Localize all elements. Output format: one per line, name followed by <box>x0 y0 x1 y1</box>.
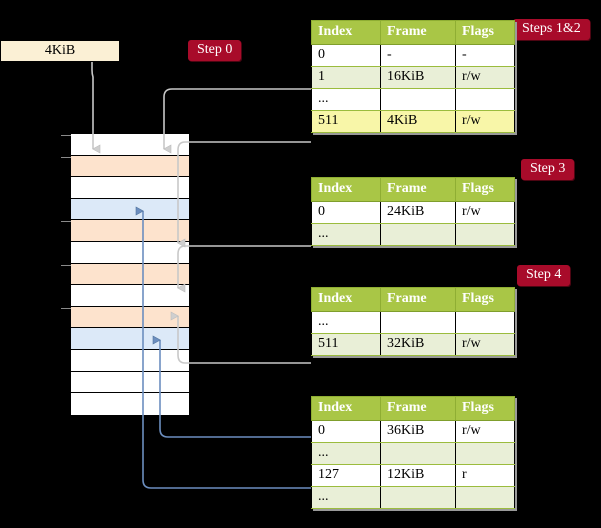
cell-frame: 4KiB <box>380 110 456 133</box>
column-header-frame: Frame <box>380 20 456 45</box>
memory-frame-12 <box>71 393 189 415</box>
table-row: ... <box>311 486 515 509</box>
cell-frame: 36KiB <box>380 420 456 443</box>
cell-index: 1 <box>311 66 381 89</box>
badge-steps-1-2: Steps 1&2 <box>513 19 590 40</box>
column-header-frame: Frame <box>380 177 456 202</box>
cell-index: 511 <box>311 333 381 356</box>
cell-flags: r/w <box>455 333 515 356</box>
cell-index: 0 <box>311 201 381 224</box>
badge-step-4: Step 4 <box>517 265 571 286</box>
cell-flags: r <box>455 464 515 487</box>
table-row: ... <box>311 88 515 111</box>
cell-index: ... <box>311 311 381 334</box>
cell-flags <box>455 88 515 111</box>
cell-frame <box>380 442 456 465</box>
memory-frame-7 <box>71 285 189 307</box>
memory-frame-2 <box>71 177 189 199</box>
source-page-box: 4KiB <box>0 40 120 62</box>
cell-index: 0 <box>311 420 381 443</box>
column-header-flags: Flags <box>455 20 515 45</box>
cell-frame: 12KiB <box>380 464 456 487</box>
source-page-label: 4KiB <box>44 43 76 58</box>
table-row: ... <box>311 311 515 334</box>
memory-frame-5 <box>71 241 189 264</box>
cell-frame: 16KiB <box>380 66 456 89</box>
cell-index: 0 <box>311 44 381 67</box>
table-row: 0-- <box>311 44 515 67</box>
memory-frame-3 <box>71 198 189 221</box>
cell-flags: r/w <box>455 110 515 133</box>
memory-frame-6 <box>71 263 189 286</box>
cell-flags <box>455 223 515 246</box>
cell-index: ... <box>311 88 381 111</box>
cell-index: ... <box>311 442 381 465</box>
cell-frame <box>380 486 456 509</box>
column-header-flags: Flags <box>455 287 515 312</box>
memory-frame-tick-6 <box>61 264 71 266</box>
memory-frame-tick-1 <box>61 156 71 158</box>
badge-step-3: Step 3 <box>521 159 575 180</box>
cell-flags <box>455 311 515 334</box>
cell-flags <box>455 486 515 509</box>
wire-step-4 <box>170 311 311 364</box>
wire-step-3 <box>177 245 311 293</box>
badge-step-0: Step 0 <box>188 40 242 61</box>
memory-frame-11 <box>71 371 189 394</box>
cell-flags: r/w <box>455 66 515 89</box>
cell-index: 127 <box>311 464 381 487</box>
physical-memory-column <box>61 133 190 415</box>
cell-index: ... <box>311 223 381 246</box>
memory-frame-9 <box>71 328 189 350</box>
column-header-frame: Frame <box>380 287 456 312</box>
memory-frame-8 <box>71 306 189 329</box>
cell-frame: - <box>380 44 456 67</box>
cell-frame <box>380 311 456 334</box>
memory-frame-tick-4 <box>61 221 71 223</box>
column-header-flags: Flags <box>455 396 515 421</box>
column-header-index: Index <box>311 287 381 312</box>
cell-index: ... <box>311 486 381 509</box>
column-header-index: Index <box>311 177 381 202</box>
cell-frame <box>380 223 456 246</box>
memory-frame-tick-8 <box>61 307 71 309</box>
memory-frame-10 <box>71 349 189 372</box>
column-header-index: Index <box>311 20 381 45</box>
memory-frame-tick-0 <box>61 135 71 136</box>
memory-frame-4 <box>71 220 189 242</box>
memory-frame-0 <box>71 134 189 156</box>
column-header-frame: Frame <box>380 396 456 421</box>
cell-flags <box>455 442 515 465</box>
cell-flags: r/w <box>455 420 515 443</box>
cell-frame <box>380 88 456 111</box>
cell-flags: r/w <box>455 201 515 224</box>
cell-frame: 24KiB <box>380 201 456 224</box>
memory-frame-1 <box>71 155 189 178</box>
wire-steps-1-2-b <box>177 141 311 248</box>
column-header-index: Index <box>311 396 381 421</box>
table-row: ... <box>311 442 515 465</box>
cell-frame: 32KiB <box>380 333 456 356</box>
column-header-flags: Flags <box>455 177 515 202</box>
cell-flags: - <box>455 44 515 67</box>
table-row: ... <box>311 223 515 246</box>
cell-index: 511 <box>311 110 381 133</box>
